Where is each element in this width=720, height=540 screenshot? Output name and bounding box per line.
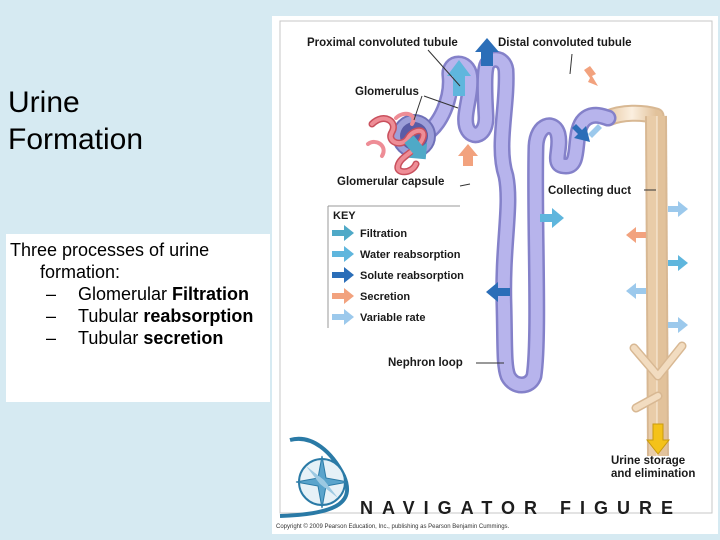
label-urine-storage-1: Urine storage <box>611 455 685 467</box>
variable-rate-arrow <box>626 283 646 299</box>
key-arrow-icon <box>332 309 354 325</box>
key-item-label: Water reabsorption <box>360 249 461 261</box>
label-glomerular-capsule: Glomerular capsule <box>337 176 444 188</box>
nephron-diagram: Proximal convoluted tubule Distal convol… <box>276 20 713 530</box>
list-item: –Tubular reabsorption <box>46 306 254 326</box>
intro-text: Three processes of urine formation: <box>10 240 210 282</box>
urine-flow-arrow <box>645 423 671 455</box>
key-item-label: Filtration <box>360 228 407 240</box>
label-urine-storage-2: and elimination <box>611 468 695 480</box>
key-arrow-icon <box>332 225 354 241</box>
label-proximal-tubule: Proximal convoluted tubule <box>307 37 458 49</box>
variable-rate-arrow <box>588 118 606 138</box>
key-item: Filtration <box>332 225 407 241</box>
filtration-arrow <box>404 135 428 160</box>
title-line-1: Urine <box>8 86 80 119</box>
key-item: Secretion <box>332 288 410 304</box>
key-item: Water reabsorption <box>332 246 461 262</box>
label-distal-tubule: Distal convoluted tubule <box>498 37 632 49</box>
process-list: –Glomerular Filtration –Tubular reabsorp… <box>10 283 270 349</box>
copyright-text: Copyright © 2009 Pearson Education, Inc.… <box>276 523 510 530</box>
water-reabsorption-arrow <box>540 208 564 228</box>
key-item-label: Secretion <box>360 291 410 303</box>
solute-reabsorption-arrow <box>486 282 510 302</box>
solute-reabsorption-arrow <box>572 124 590 142</box>
variable-rate-arrow <box>668 201 688 217</box>
structure-labels: Proximal convoluted tubule Distal convol… <box>307 37 695 480</box>
water-reabsorption-arrow <box>447 60 471 96</box>
key-item: Variable rate <box>332 309 425 325</box>
list-item: –Tubular secretion <box>46 328 224 348</box>
label-nephron-loop: Nephron loop <box>388 357 463 369</box>
key-item-label: Variable rate <box>360 312 425 324</box>
leader-lines <box>413 49 656 364</box>
body-text-box: Three processes of urine formation: –Glo… <box>6 234 270 402</box>
solute-reabsorption-arrow <box>475 38 499 66</box>
list-item: –Glomerular Filtration <box>46 284 250 304</box>
key-arrow-icon <box>332 288 354 304</box>
key-arrow-icon <box>332 267 354 283</box>
secretion-arrow <box>584 66 598 86</box>
process-arrows <box>404 38 688 455</box>
secretion-arrow <box>458 144 478 166</box>
navigator-compass-icon <box>279 436 350 518</box>
key-arrow-icon <box>332 246 354 262</box>
label-glomerulus: Glomerulus <box>355 86 419 98</box>
label-collecting-duct: Collecting duct <box>548 185 631 197</box>
nephron-tubule <box>413 50 617 394</box>
water-reabsorption-arrow <box>668 255 688 271</box>
nephron-figure: Proximal convoluted tubule Distal convol… <box>272 16 718 534</box>
key-heading: KEY <box>333 210 356 222</box>
variable-rate-arrow <box>668 317 688 333</box>
key-item: Solute reabsorption <box>332 267 464 283</box>
secretion-arrow <box>626 227 646 243</box>
navigator-figure-title: NAVIGATOR FIGURE <box>360 498 682 518</box>
key-item-label: Solute reabsorption <box>360 270 464 282</box>
title-line-2: Formation <box>8 123 144 156</box>
slide-title: Urine Formation <box>8 84 263 158</box>
